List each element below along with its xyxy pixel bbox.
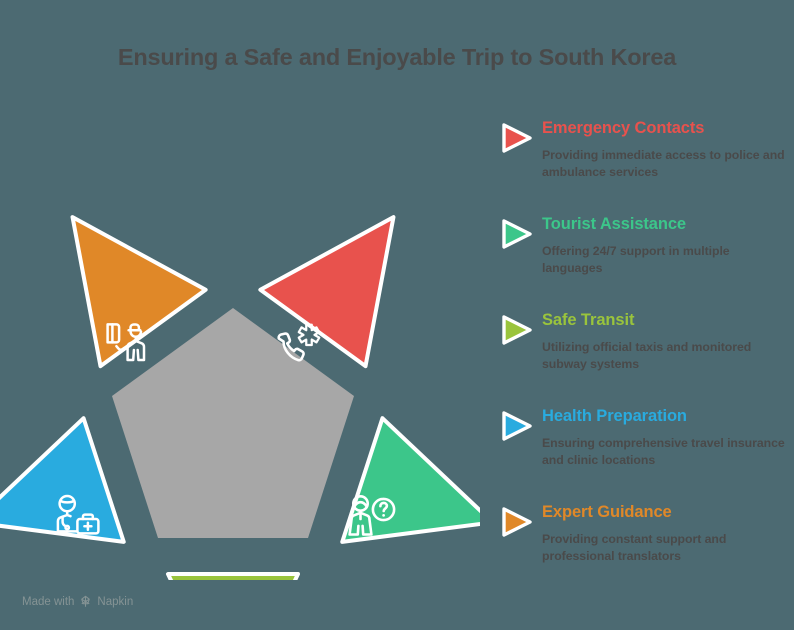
legend-description: Providing immediate access to police and… [542,148,785,179]
play-triangle-icon [502,507,532,537]
legend-heading: Tourist Assistance [542,215,686,233]
segment-safe-transit[interactable] [166,572,300,580]
segment-expert-guidance[interactable] [20,179,208,369]
pentagon-diagram [0,120,480,580]
legend-description: Offering 24/7 support in multiple langua… [542,244,730,275]
legend-heading: Expert Guidance [542,503,672,521]
play-triangle-icon [502,123,532,153]
legend-heading: Health Preparation [542,407,687,425]
legend-item-safe-transit[interactable]: Safe Transit Utilizing official taxis an… [498,310,788,406]
legend-item-health-preparation[interactable]: Health Preparation Ensuring comprehensiv… [498,406,788,502]
legend-item-expert-guidance[interactable]: Expert Guidance Providing constant suppo… [498,502,788,598]
play-triangle-icon [502,411,532,441]
legend-heading: Safe Transit [542,311,635,329]
legend-item-tourist-assistance[interactable]: Tourist Assistance Offering 24/7 support… [498,214,788,310]
napkin-watermark: Made with Napkin [22,595,133,608]
legend-heading: Emergency Contacts [542,119,705,137]
napkin-leaf-icon [81,595,91,607]
page-title: Ensuring a Safe and Enjoyable Trip to So… [117,44,677,70]
segment-emergency-contacts[interactable] [258,179,446,369]
legend-list: Emergency Contacts Providing immediate a… [498,118,788,598]
segment-health-preparation[interactable] [0,416,126,580]
legend-item-emergency-contacts[interactable]: Emergency Contacts Providing immediate a… [498,118,788,214]
legend-description: Providing constant support and professio… [542,532,727,563]
center-pentagon [112,308,354,538]
watermark-brand: Napkin [97,595,134,608]
play-triangle-icon [502,315,532,345]
legend-description: Ensuring comprehensive travel insurance … [542,436,785,467]
legend-description: Utilizing official taxis and monitored s… [542,340,752,371]
play-triangle-icon [502,219,532,249]
segment-tourist-assistance[interactable] [340,416,480,580]
watermark-prefix: Made with [22,595,75,608]
